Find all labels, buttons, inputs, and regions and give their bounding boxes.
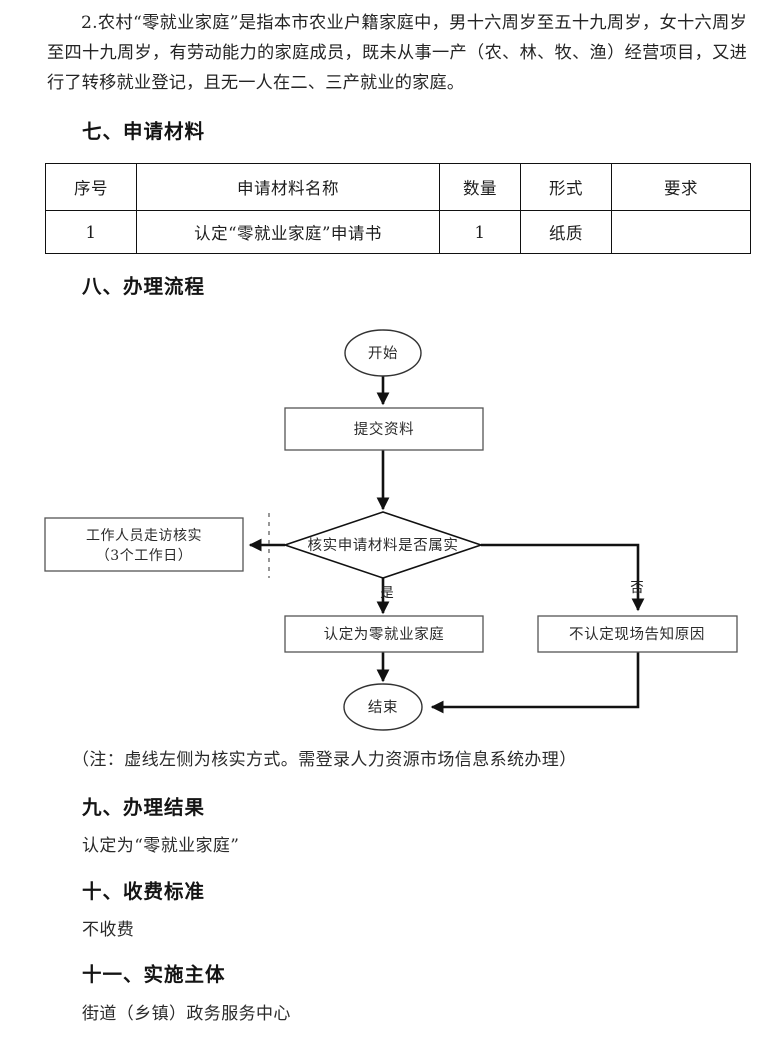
cell-seq: 1 [45,210,137,254]
flow-node-start: 开始 [344,329,422,377]
application-materials-table: 序号 申请材料名称 数量 形式 要求 1 认定“零就业家庭”申请书 1 纸质 [45,163,751,254]
flow-node-end-label: 结束 [368,699,398,716]
edge-label-no: 否 [630,580,644,596]
heading-result: 九、办理结果 [82,796,206,819]
flow-node-decision-label: 核实申请材料是否属实 [308,537,459,554]
table-header-seq: 序号 [45,163,137,211]
cell-name: 认定“零就业家庭”申请书 [136,210,440,254]
cell-form: 纸质 [520,210,612,254]
heading-application-materials: 七、申请材料 [82,120,206,143]
flow-node-submit: 提交资料 [284,407,484,451]
cell-require [611,210,751,254]
edge-decision-no-to-reject [481,543,645,612]
flow-node-visit-label-line1: 工作人员走访核实 [86,528,202,544]
cell-qty: 1 [439,210,521,254]
table-header-name: 申请材料名称 [136,163,440,211]
heading-authority: 十一、实施主体 [82,963,226,986]
table-row: 1 认定“零就业家庭”申请书 1 纸质 [45,210,751,254]
heading-fees: 十、收费标准 [82,880,206,903]
flow-node-start-label: 开始 [368,345,398,362]
result-text: 认定为“零就业家庭” [82,836,240,856]
flow-node-visit-label-line2: （3个工作日） [96,548,192,564]
flow-node-approve-label: 认定为零就业家庭 [324,626,445,643]
edge-label-yes: 是 [380,585,394,601]
flow-node-end: 结束 [343,683,423,731]
heading-process-flow: 八、办理流程 [82,275,206,298]
authority-text: 街道（乡镇）政务服务中心 [82,1004,291,1024]
table-header-qty: 数量 [439,163,521,211]
process-flowchart: 开始 提交资料 工作人员走访核实 （3个工作日） 核实申请材料是否属实 是 否 [0,300,784,750]
table-header-require: 要求 [611,163,751,211]
flow-node-decision: 核实申请材料是否属实 [282,511,484,579]
edge-reject-to-end [430,652,640,714]
flowchart-note: （注：虚线左侧为核实方式。需登录人力资源市场信息系统办理） [72,750,577,770]
flow-node-submit-label: 提交资料 [354,420,414,438]
fees-text: 不收费 [82,920,135,940]
table-header-form: 形式 [520,163,612,211]
table-header-row: 序号 申请材料名称 数量 形式 要求 [45,163,751,211]
flow-node-approve: 认定为零就业家庭 [284,615,484,653]
intro-paragraph: 2.农村“零就业家庭”是指本市农业户籍家庭中，男十六周岁至五十九周岁，女十六周岁… [47,13,747,93]
flow-node-reject-label: 不认定现场告知原因 [569,626,705,643]
flow-node-reject: 不认定现场告知原因 [537,615,738,653]
flow-node-visit: 工作人员走访核实 （3个工作日） [44,517,244,572]
